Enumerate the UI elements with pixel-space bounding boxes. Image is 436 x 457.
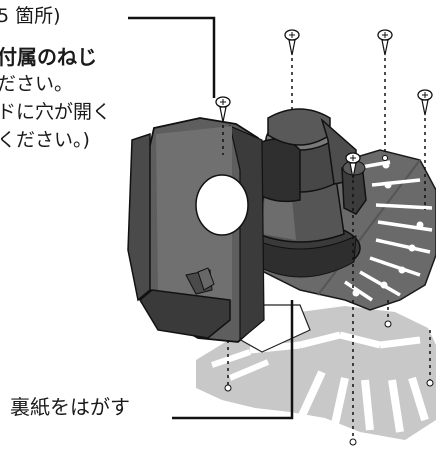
screw-guide-lines [222, 58, 431, 440]
device-cradle [127, 117, 265, 343]
swivel-mount [239, 108, 361, 278]
screw-icon [417, 89, 433, 116]
callout-line-note-end: ください。) [0, 129, 90, 151]
callout-line-screw-count: 5 箇所) [0, 5, 61, 27]
screw-icon [377, 29, 393, 56]
callout-line-instruction: ださい。 [0, 73, 74, 95]
screw-icon [215, 96, 231, 123]
backing-sheet [196, 304, 436, 440]
surface-holes [224, 155, 434, 446]
screw-icon [345, 152, 361, 179]
callout-line-included-screws: 付属のねじ [0, 45, 97, 69]
screw-icon [284, 29, 300, 56]
peel-backing-label: 裏紙をはがす [10, 395, 130, 419]
screw-icons [215, 29, 433, 179]
callout-line-hole-note: ドに穴が開く [0, 101, 112, 123]
callout-leaders [128, 16, 294, 420]
